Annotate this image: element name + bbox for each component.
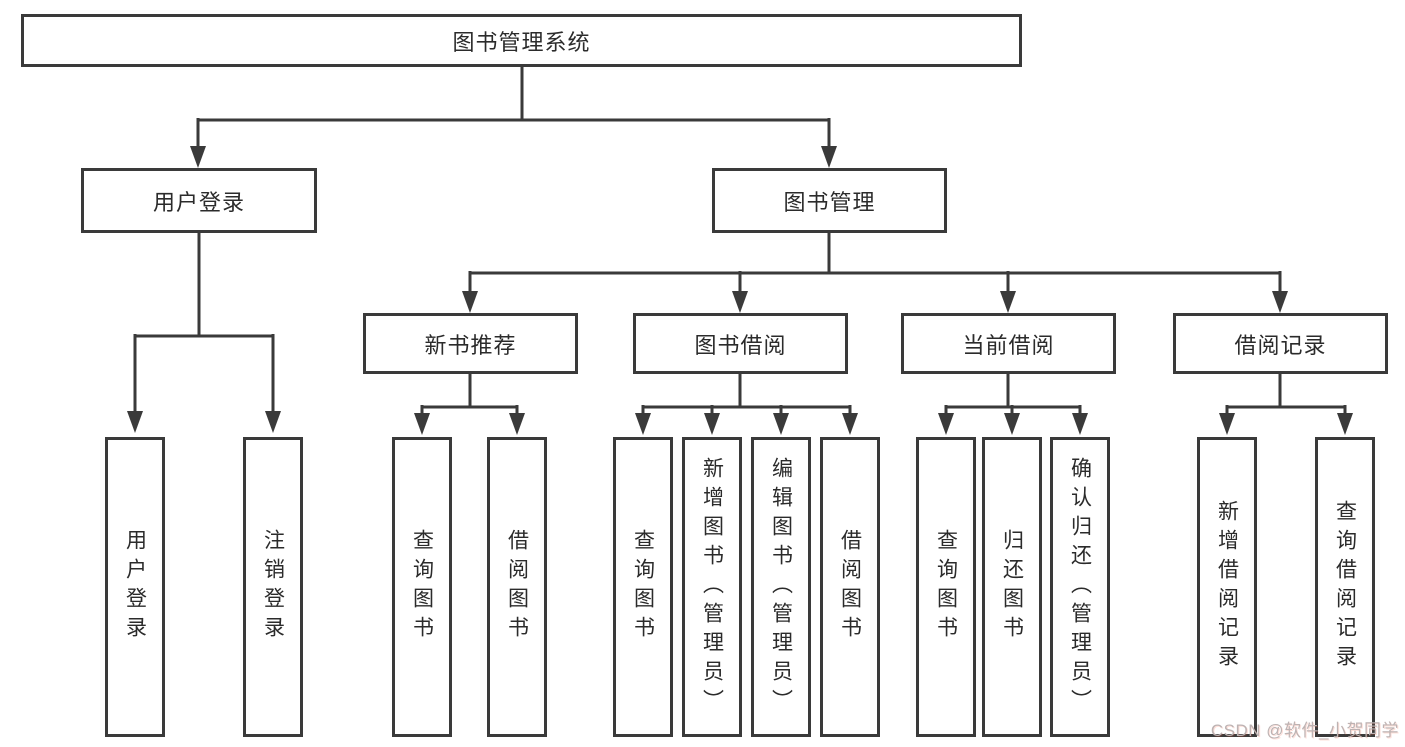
leaf-return-books: 归还图书 bbox=[982, 437, 1042, 737]
arrowhead-down-icon bbox=[265, 411, 281, 433]
leaf-query-books-2-label: 查询图书 bbox=[631, 529, 655, 645]
leaf-edit-books-admin-label: 编辑图书（管理员） bbox=[769, 456, 793, 718]
leaf-add-books-admin: 新增图书（管理员） bbox=[682, 437, 742, 737]
leaf-add-borrow-record: 新增借阅记录 bbox=[1197, 437, 1257, 737]
leaf-return-books-label: 归还图书 bbox=[1000, 529, 1024, 645]
node-borrow-records-label: 借阅记录 bbox=[1234, 332, 1327, 358]
leaf-borrow-books-2: 借阅图书 bbox=[820, 437, 880, 737]
connector-user-login-branch bbox=[133, 233, 275, 414]
node-new-book-recommend-label: 新书推荐 bbox=[424, 332, 517, 358]
arrowhead-down-icon bbox=[1000, 291, 1016, 313]
connector-current-borrow-group bbox=[944, 374, 1082, 416]
arrowhead-down-icon bbox=[635, 413, 651, 435]
connector-book-borrow-group bbox=[641, 374, 852, 416]
node-current-borrow: 当前借阅 bbox=[901, 313, 1116, 374]
leaf-borrow-books-1: 借阅图书 bbox=[487, 437, 547, 737]
connector-root-to-level2 bbox=[196, 67, 831, 150]
arrowhead-down-icon bbox=[414, 413, 430, 435]
leaf-user-login: 用户登录 bbox=[105, 437, 165, 737]
node-book-borrow: 图书借阅 bbox=[633, 313, 848, 374]
arrowhead-down-icon bbox=[1272, 291, 1288, 313]
node-root-label: 图书管理系统 bbox=[452, 29, 591, 55]
leaf-query-books-1-label: 查询图书 bbox=[410, 529, 434, 645]
connector-new-book-group bbox=[420, 374, 519, 416]
arrowhead-down-icon bbox=[1337, 413, 1353, 435]
arrowhead-down-icon bbox=[773, 413, 789, 435]
csdn-watermark: CSDN @软件_小贺同学 bbox=[1210, 721, 1399, 740]
node-book-management: 图书管理 bbox=[712, 168, 947, 233]
leaf-add-borrow-record-label: 新增借阅记录 bbox=[1215, 500, 1239, 674]
node-current-borrow-label: 当前借阅 bbox=[962, 332, 1055, 358]
node-user-login-branch: 用户登录 bbox=[81, 168, 317, 233]
arrowhead-down-icon bbox=[732, 291, 748, 313]
leaf-query-borrow-record-label: 查询借阅记录 bbox=[1333, 500, 1357, 674]
leaf-borrow-books-2-label: 借阅图书 bbox=[838, 529, 862, 645]
leaf-query-books-3-label: 查询图书 bbox=[934, 529, 958, 645]
leaf-logout-label: 注销登录 bbox=[261, 529, 285, 645]
leaf-query-books-3: 查询图书 bbox=[916, 437, 976, 737]
arrowhead-down-icon bbox=[821, 146, 837, 168]
leaf-query-books-1: 查询图书 bbox=[392, 437, 452, 737]
connector-book-mgmt-branch bbox=[468, 233, 1282, 294]
node-book-management-label: 图书管理 bbox=[783, 189, 876, 215]
leaf-borrow-books-1-label: 借阅图书 bbox=[505, 529, 529, 645]
leaf-query-borrow-record: 查询借阅记录 bbox=[1315, 437, 1375, 737]
node-book-borrow-label: 图书借阅 bbox=[694, 332, 787, 358]
arrowhead-down-icon bbox=[190, 146, 206, 168]
arrowhead-down-icon bbox=[842, 413, 858, 435]
leaf-logout: 注销登录 bbox=[243, 437, 303, 737]
leaf-confirm-return-admin-label: 确认归还（管理员） bbox=[1068, 456, 1092, 718]
leaf-add-books-admin-label: 新增图书（管理员） bbox=[700, 456, 724, 718]
leaf-confirm-return-admin: 确认归还（管理员） bbox=[1050, 437, 1110, 737]
leaf-user-login-label: 用户登录 bbox=[123, 529, 147, 645]
node-root: 图书管理系统 bbox=[21, 14, 1022, 67]
arrowhead-down-icon bbox=[938, 413, 954, 435]
leaf-edit-books-admin: 编辑图书（管理员） bbox=[751, 437, 811, 737]
arrowhead-down-icon bbox=[1004, 413, 1020, 435]
node-new-book-recommend: 新书推荐 bbox=[363, 313, 578, 374]
arrowhead-down-icon bbox=[704, 413, 720, 435]
leaf-query-books-2: 查询图书 bbox=[613, 437, 673, 737]
arrowhead-down-icon bbox=[127, 411, 143, 433]
arrowhead-down-icon bbox=[1219, 413, 1235, 435]
arrowhead-down-icon bbox=[1072, 413, 1088, 435]
node-borrow-records: 借阅记录 bbox=[1173, 313, 1388, 374]
connector-borrow-records-group bbox=[1225, 374, 1347, 416]
arrowhead-down-icon bbox=[509, 413, 525, 435]
node-user-login-branch-label: 用户登录 bbox=[152, 189, 245, 215]
arrowhead-down-icon bbox=[462, 291, 478, 313]
